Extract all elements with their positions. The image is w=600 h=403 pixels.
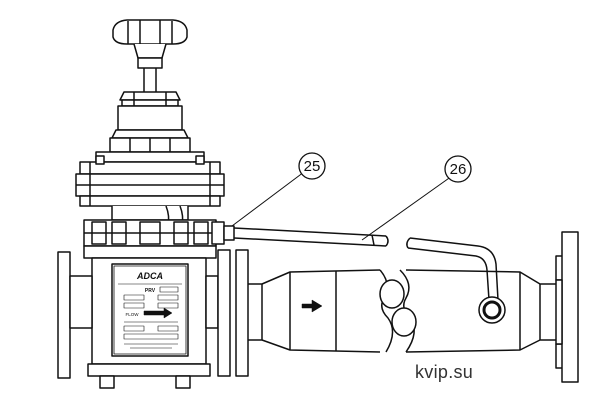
handwheel: [112, 19, 188, 59]
lock-nut: [119, 91, 181, 107]
outlet-flanges: [205, 249, 249, 377]
downstream-pipe: [248, 269, 556, 353]
end-flange: [555, 231, 579, 383]
callout-25-label: 25: [304, 158, 321, 175]
body-flange: [83, 219, 217, 247]
plate-type-label: PRV: [145, 288, 156, 294]
watermark: kvip.su: [415, 362, 474, 382]
valve-stem: [137, 57, 163, 92]
diaphragm-housing: [75, 155, 225, 207]
sensing-line-downstream: [406, 237, 499, 301]
callout-26: 26: [444, 155, 472, 183]
spring-bonnet: [95, 105, 205, 163]
callout-25: 25: [298, 152, 326, 180]
inlet-flange: [57, 251, 93, 379]
plate-brand: ADCA: [136, 271, 163, 281]
sensing-line-fitting: [211, 221, 235, 245]
name-plate: [111, 263, 189, 357]
sensing-line-upstream: [233, 227, 389, 247]
plate-flow-label: FLOW: [126, 312, 140, 317]
callout-26-label: 26: [450, 161, 467, 178]
